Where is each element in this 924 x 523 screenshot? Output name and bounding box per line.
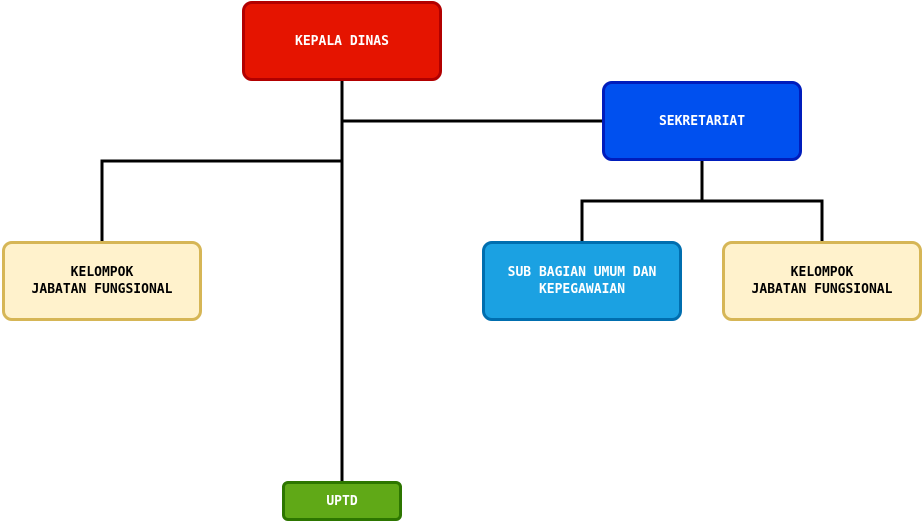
kelompok-jabatan-fungsional-right-box: KELOMPOK JABATAN FUNGSIONAL bbox=[722, 241, 922, 321]
connector-to-kelompok-left bbox=[100, 159, 344, 243]
uptd-box: UPTD bbox=[282, 481, 402, 521]
sekretariat-box: SEKRETARIAT bbox=[602, 81, 802, 161]
sub-bagian-umum-box: SUB BAGIAN UMUM DAN KEPEGAWAIAN bbox=[482, 241, 682, 321]
kepala-dinas-box: KEPALA DINAS bbox=[242, 1, 442, 81]
kelompok-jabatan-fungsional-left-box: KELOMPOK JABATAN FUNGSIONAL bbox=[2, 241, 202, 321]
